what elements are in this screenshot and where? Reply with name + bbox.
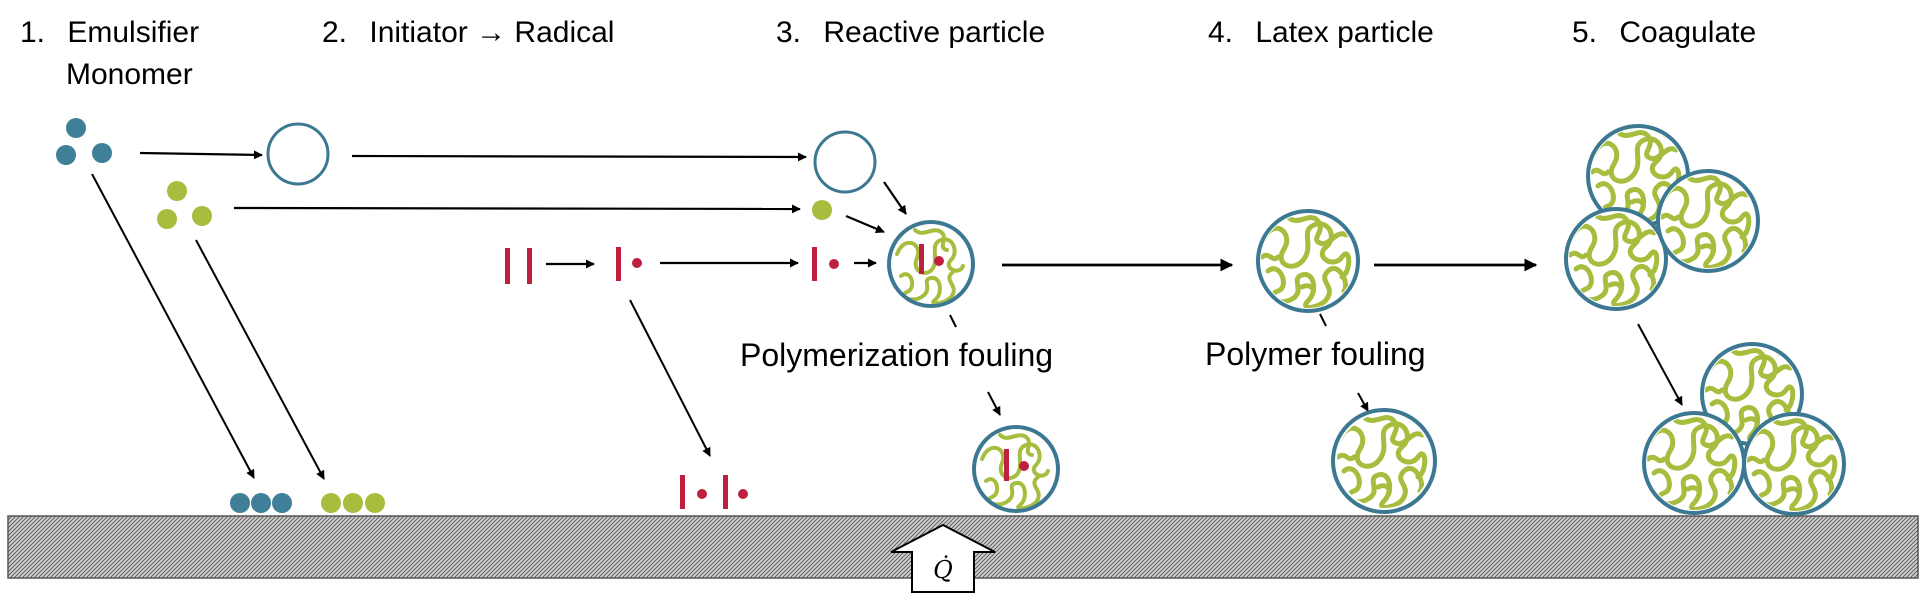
step-2-title: Initiator → Radical (369, 16, 614, 49)
step-4-title: Latex particle (1255, 16, 1433, 49)
step-1-number: 1. (20, 16, 45, 49)
deposition-arrows (91, 173, 1683, 480)
deposited-radicals (680, 475, 748, 509)
arrow-monomer-to-step3 (233, 204, 801, 214)
latex-particle (1256, 209, 1360, 313)
deposited-emulsifier (230, 493, 292, 513)
arrow-emulsifier-to-micelle (139, 150, 263, 160)
arrow-reactive-to-wall (987, 391, 1001, 416)
emulsifier-molecules (56, 118, 112, 165)
step-1-subtitle: Monomer (66, 58, 193, 91)
micelle-step3 (813, 130, 877, 194)
step-3-title: Reactive particle (823, 16, 1045, 49)
emulsifier-molecule (92, 143, 112, 163)
initiator-molecule (505, 248, 532, 284)
step-5-number: 5. (1572, 16, 1597, 49)
coagulate-particle (1656, 169, 1760, 273)
step-3-number: 3. (776, 16, 801, 49)
monomer-droplet (167, 181, 187, 201)
step-2-label: 2. Initiator → Radical (322, 16, 614, 49)
monomer-droplet-step3 (812, 200, 832, 220)
step-3-label: 3. Reactive particle (776, 16, 1045, 49)
step-2-number: 2. (322, 16, 347, 49)
deposited-monomer (321, 493, 385, 513)
arrow-radical-to-wall (629, 299, 711, 457)
step-4-number: 4. (1208, 16, 1233, 49)
step-5-label: 5. Coagulate (1572, 16, 1756, 49)
step-4-label: 4. Latex particle (1208, 16, 1434, 49)
monomer-droplet (157, 209, 177, 229)
process-arrows (139, 150, 907, 269)
arrow-monomer-into-particle (845, 214, 885, 234)
heat-flux-arrow (890, 523, 996, 593)
polymer-fouling-label: Polymer fouling (1205, 336, 1426, 372)
heat-flux-label: Q̇ (933, 556, 953, 584)
arrow-micelle-into-particle (883, 181, 907, 215)
deposited-coagulate (1642, 342, 1846, 516)
arrow-emulsifier-to-wall (91, 173, 255, 479)
arrow-monomer-to-wall (195, 239, 325, 480)
arrow-coagulate-to-wall (1637, 323, 1683, 406)
radical (616, 247, 642, 281)
step-1-title: Emulsifier (67, 16, 199, 49)
emulsifier-molecule (66, 118, 86, 138)
coagulate-particle (1642, 411, 1746, 515)
micelle (266, 122, 330, 186)
monomer-droplet (192, 206, 212, 226)
coagulate-particle (1742, 412, 1846, 516)
polymerization-fouling-label: Polymerization fouling (740, 337, 1053, 373)
arrow-latex-to-wall (1357, 392, 1369, 412)
coagulate-bulk (1564, 124, 1760, 311)
emulsifier-molecule (56, 145, 76, 165)
deposited-reactive-particle (972, 425, 1060, 513)
deposited-latex-particle (1331, 408, 1437, 514)
reactive-particle (887, 220, 975, 308)
step-5-title: Coagulate (1619, 16, 1756, 49)
radical-step3 (812, 247, 839, 281)
coagulate-particle (1564, 207, 1668, 311)
label-ticks (949, 313, 1327, 328)
arrow-micelle-to-step3 (351, 152, 807, 162)
step-1-label: 1. Emulsifier (20, 16, 199, 49)
monomer-droplets (157, 181, 212, 229)
